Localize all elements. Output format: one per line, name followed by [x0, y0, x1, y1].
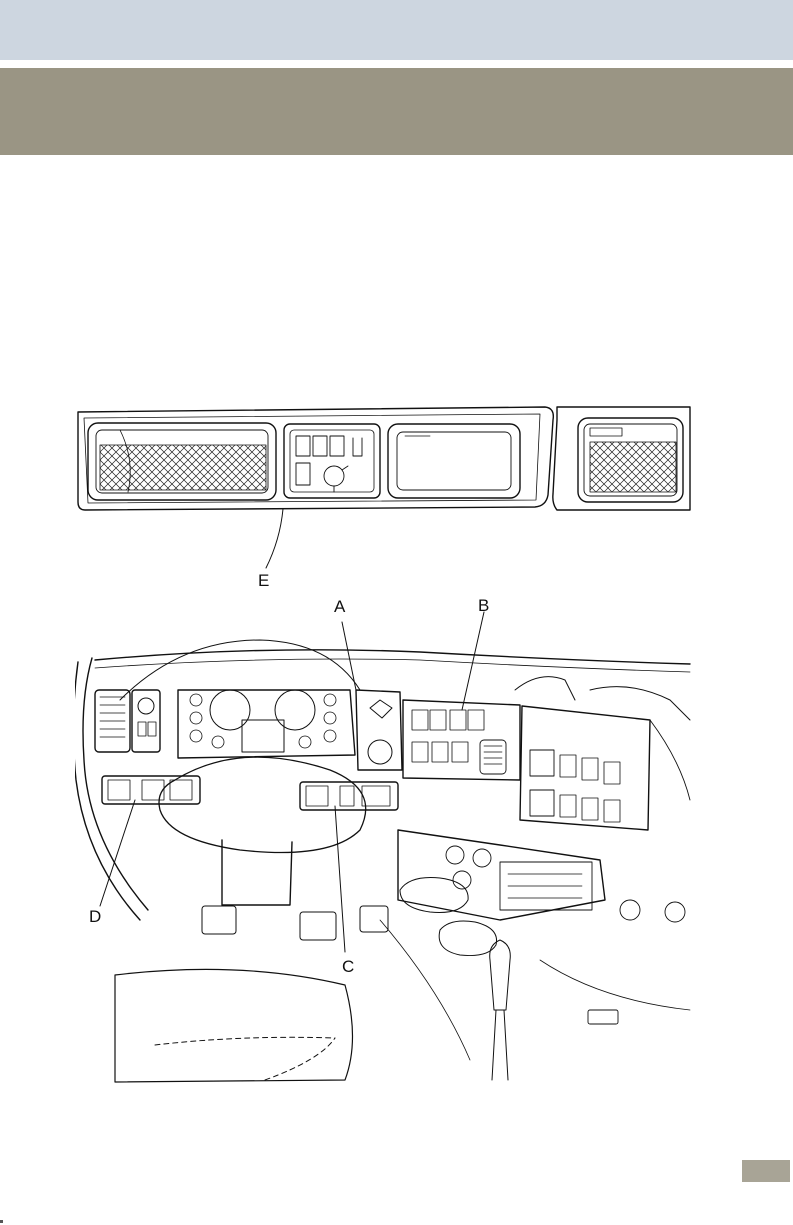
corner-mark	[0, 1220, 3, 1223]
page-number-tab	[742, 1160, 790, 1182]
top-band	[0, 0, 793, 60]
dashboard-illustration	[75, 400, 695, 1085]
overhead-console	[78, 407, 690, 568]
section-header-bar	[0, 68, 793, 155]
main-dashboard	[75, 612, 690, 1082]
